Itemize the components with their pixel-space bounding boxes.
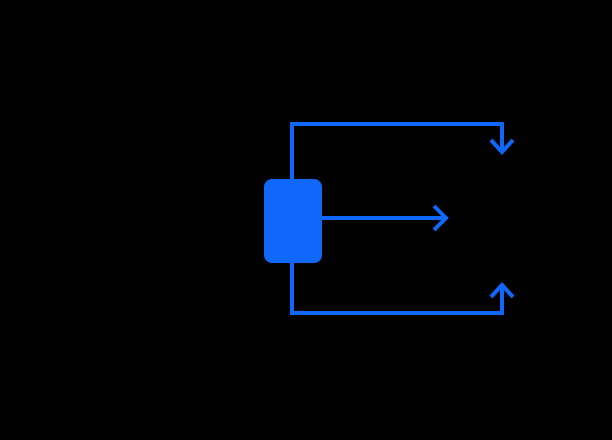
- top-feedback-arrowhead-icon: [489, 138, 515, 155]
- top-feedback-path[interactable]: [290, 122, 504, 180]
- bottom-feedback-path[interactable]: [290, 262, 504, 315]
- process-block[interactable]: [264, 179, 322, 263]
- bottom-feedback-arrowhead-icon: [489, 282, 515, 299]
- output-arrowhead-icon: [432, 204, 449, 232]
